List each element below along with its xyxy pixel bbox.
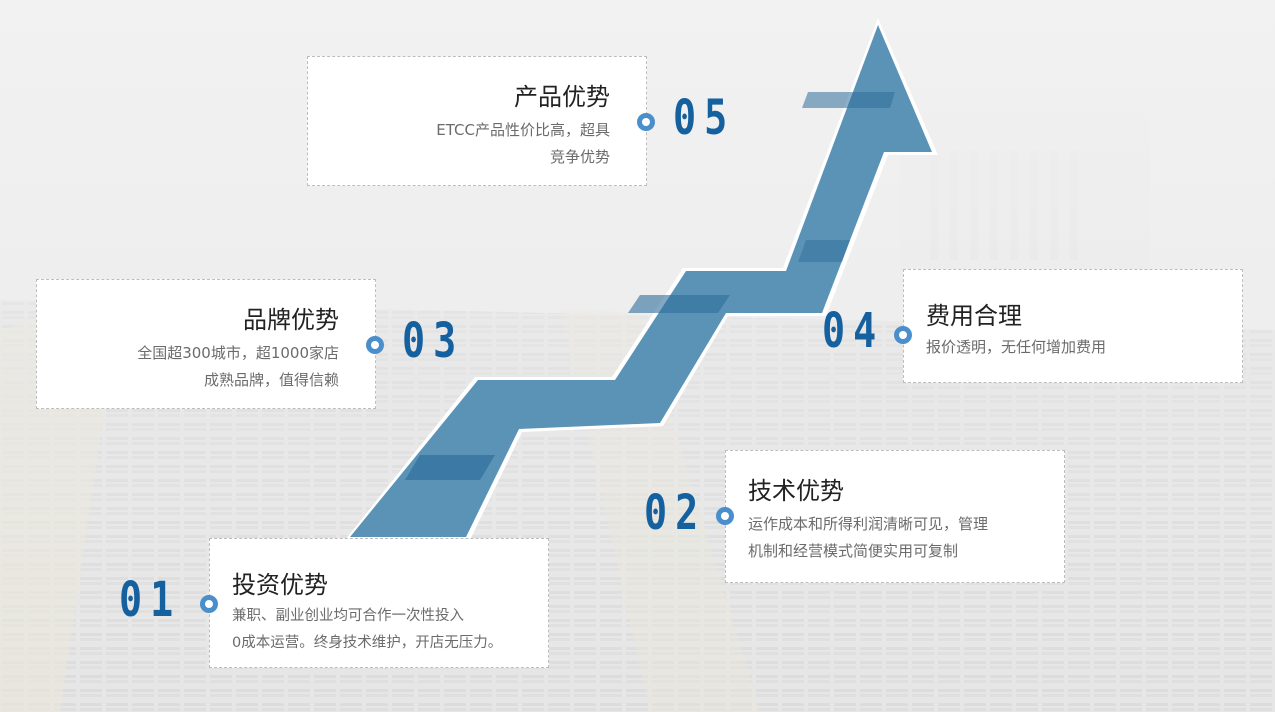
connector-dot-05 bbox=[637, 113, 655, 131]
growth-arrow-shade-3 bbox=[798, 240, 850, 262]
step-title: 品牌优势 bbox=[243, 306, 339, 334]
step-number-02: 02 bbox=[644, 485, 707, 541]
step-title: 投资优势 bbox=[232, 571, 328, 599]
growth-arrow-shade-4 bbox=[802, 92, 895, 108]
step-number-03: 03 bbox=[402, 313, 465, 369]
growth-arrow bbox=[350, 25, 932, 537]
step-description-line: 全国超300城市，超1000家店 bbox=[137, 344, 339, 362]
step-description: ETCC产品性价比高，超具 竞争优势 bbox=[436, 117, 610, 171]
step-description-line: 0成本运营。终身技术维护，开店无压力。 bbox=[232, 635, 503, 651]
step-description: 全国超300城市，超1000家店 成熟品牌，值得信赖 bbox=[137, 340, 339, 394]
step-number-05: 05 bbox=[673, 90, 736, 146]
step-description-line: 报价透明，无任何增加费用 bbox=[926, 338, 1107, 356]
step-description-line: 竞争优势 bbox=[549, 148, 610, 166]
step-description: 兼职、副业创业均可合作一次性投入 0成本运营。终身技术维护，开店无压力。 bbox=[232, 603, 502, 657]
connector-dot-03 bbox=[366, 336, 384, 354]
connector-dot-02 bbox=[716, 507, 734, 525]
growth-arrow-shade-1 bbox=[405, 455, 495, 480]
step-description-line: 兼职、副业创业均可合作一次性投入 bbox=[232, 608, 464, 624]
growth-arrow-shade-2 bbox=[628, 295, 730, 313]
step-description-line: 机制和经营模式简便实用可复制 bbox=[748, 542, 959, 560]
step-card-05: 产品优势 ETCC产品性价比高，超具 竞争优势 bbox=[307, 56, 647, 186]
step-description-line: 成熟品牌，值得信赖 bbox=[203, 371, 339, 389]
step-card-01: 投资优势 兼职、副业创业均可合作一次性投入 0成本运营。终身技术维护，开店无压力… bbox=[209, 538, 549, 668]
step-number-01: 01 bbox=[119, 572, 182, 628]
step-description: 运作成本和所得利润清晰可见，管理 机制和经营模式简便实用可复制 bbox=[748, 511, 988, 565]
step-description: 报价透明，无任何增加费用 bbox=[926, 334, 1106, 361]
step-card-04: 费用合理 报价透明，无任何增加费用 bbox=[903, 269, 1243, 383]
step-description-line: ETCC产品性价比高，超具 bbox=[436, 121, 610, 139]
connector-dot-04 bbox=[894, 326, 912, 344]
connector-dot-01 bbox=[200, 595, 218, 613]
step-card-03: 品牌优势 全国超300城市，超1000家店 成熟品牌，值得信赖 bbox=[36, 279, 376, 409]
step-title: 费用合理 bbox=[926, 302, 1022, 330]
step-title: 产品优势 bbox=[514, 83, 610, 111]
step-card-02: 技术优势 运作成本和所得利润清晰可见，管理 机制和经营模式简便实用可复制 bbox=[725, 450, 1065, 583]
step-description-line: 运作成本和所得利润清晰可见，管理 bbox=[748, 515, 989, 533]
step-number-04: 04 bbox=[822, 303, 885, 359]
step-title: 技术优势 bbox=[748, 477, 844, 505]
